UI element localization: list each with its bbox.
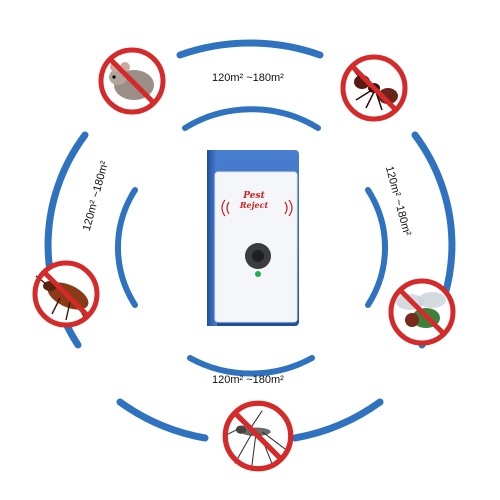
sound-wave-icon xyxy=(226,201,230,215)
cockroach-icon xyxy=(32,260,100,328)
inner-ring-arc-right xyxy=(365,187,388,308)
brand-line2: Reject xyxy=(239,200,269,210)
power-led-icon xyxy=(255,271,261,277)
no-fly-badge xyxy=(386,276,458,348)
outer-ring-arc-bottom-right xyxy=(291,398,384,442)
coverage-label-top: 120m² ~180m² xyxy=(212,72,284,84)
inner-ring-arc-left xyxy=(115,187,138,308)
no-ant-badge xyxy=(338,52,410,124)
outer-ring-arc-bottom-left xyxy=(116,398,209,442)
inner-ring-arc-top xyxy=(182,106,321,131)
brand-logo: Pest Reject xyxy=(229,192,279,210)
mosquito-icon xyxy=(222,400,294,472)
no-cockroach-badge xyxy=(30,258,102,330)
fly-icon xyxy=(388,278,456,346)
brand-line1: Pest xyxy=(243,191,265,201)
ant-icon xyxy=(340,54,408,122)
outer-ring-arc-top xyxy=(176,39,324,59)
coverage-label-bottom: 120m² ~180m² xyxy=(212,374,284,386)
mouse-icon xyxy=(98,47,166,115)
pest-repeller-device: Pest Reject xyxy=(205,150,301,328)
inner-ring-arc-bottom xyxy=(187,355,315,377)
no-mouse-badge xyxy=(96,45,168,117)
no-mosquito-badge xyxy=(220,398,296,474)
device-body xyxy=(207,150,299,326)
